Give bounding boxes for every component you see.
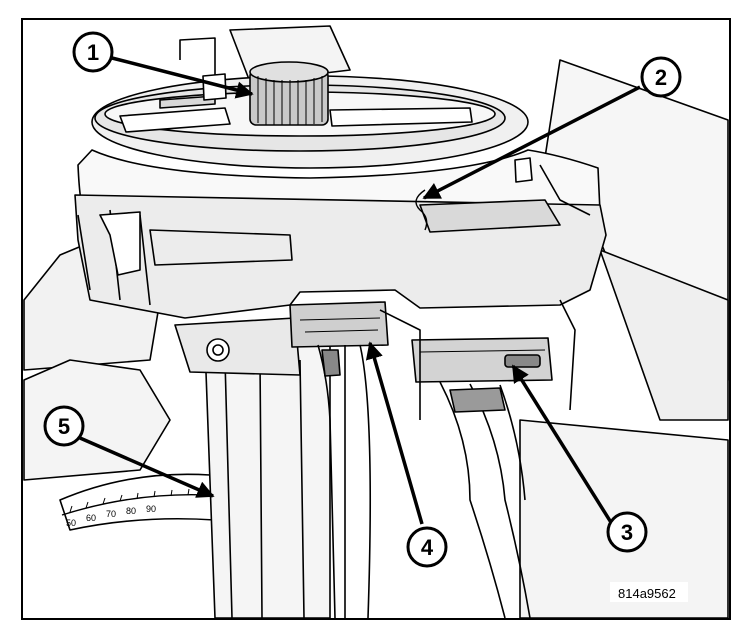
gauge-tick-label: 60 bbox=[86, 513, 96, 523]
callout-5: 5 bbox=[43, 405, 85, 447]
column-bracket bbox=[174, 317, 301, 376]
callout-number: 2 bbox=[655, 65, 667, 90]
callout-number: 3 bbox=[621, 520, 633, 545]
leader-line-1 bbox=[111, 56, 254, 99]
gauge-tick-label: 50 bbox=[66, 518, 76, 528]
connector-4 bbox=[289, 301, 389, 348]
illustration bbox=[23, 25, 729, 619]
callout-2: 2 bbox=[640, 56, 682, 98]
callout-number: 5 bbox=[58, 414, 70, 439]
gauge-ticks bbox=[69, 488, 190, 513]
wire-lead bbox=[415, 189, 428, 231]
leader-line-2 bbox=[422, 85, 641, 200]
callout-4: 4 bbox=[406, 526, 448, 568]
gauge-tick-label: 90 bbox=[146, 504, 156, 514]
column-shroud bbox=[204, 344, 331, 619]
harness-3 bbox=[439, 381, 531, 619]
leader-lines bbox=[79, 56, 641, 525]
harness-4 bbox=[317, 344, 372, 619]
figure-id: 814a9562 bbox=[618, 586, 676, 601]
locating-tab bbox=[514, 157, 533, 183]
gauge-scale: 50 60 70 80 90 bbox=[61, 488, 209, 528]
callout-number: 1 bbox=[87, 40, 99, 65]
figure-frame bbox=[21, 18, 731, 620]
callout-number: 4 bbox=[421, 535, 434, 560]
gauge-tick-label: 80 bbox=[126, 506, 136, 516]
leader-line-5 bbox=[79, 436, 215, 498]
callout-1: 1 bbox=[72, 31, 114, 73]
leader-line-4 bbox=[365, 341, 424, 525]
gauge-tick-label: 70 bbox=[106, 509, 116, 519]
leader-line-3 bbox=[511, 364, 614, 525]
callout-3: 3 bbox=[606, 511, 648, 553]
hub-knurling bbox=[257, 76, 323, 125]
